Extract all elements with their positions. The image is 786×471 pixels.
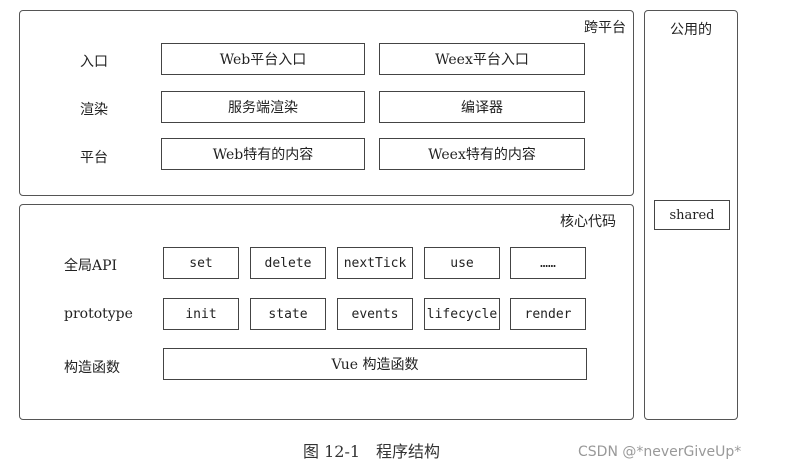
core-code-panel: 核心代码 全局API set delete nextTick use …… pr… [19,204,634,420]
api-use-box: use [424,247,500,279]
web-specific-box: Web特有的内容 [161,138,365,170]
proto-lifecycle-box: lifecycle [424,298,500,330]
prototype-label: prototype [64,306,133,322]
platform-row-label: 平台 [80,150,108,166]
proto-state-box: state [250,298,326,330]
cross-platform-panel: 跨平台 入口 Web平台入口 Weex平台入口 渲染 服务端渲染 编译器 平台 … [19,10,634,196]
cross-platform-title: 跨平台 [584,20,626,36]
weex-entry-box: Weex平台入口 [379,43,585,75]
csdn-watermark: CSDN @*neverGiveUp* [578,444,742,460]
api-more-box: …… [510,247,586,279]
server-render-box: 服务端渲染 [161,91,365,123]
proto-render-box: render [510,298,586,330]
weex-specific-box: Weex特有的内容 [379,138,585,170]
vue-constructor-box: Vue 构造函数 [163,348,587,380]
global-api-label: 全局API [64,258,118,274]
core-code-title: 核心代码 [560,214,616,230]
proto-init-box: init [163,298,239,330]
compiler-box: 编译器 [379,91,585,123]
shared-panel: 公用的 shared [644,10,738,420]
render-row-label: 渲染 [80,102,108,118]
constructor-label: 构造函数 [64,360,120,376]
figure-caption: 图 12-1 程序结构 [303,442,441,461]
shared-box: shared [654,200,730,230]
web-entry-box: Web平台入口 [161,43,365,75]
api-set-box: set [163,247,239,279]
api-delete-box: delete [250,247,326,279]
shared-title: 公用的 [670,22,712,38]
proto-events-box: events [337,298,413,330]
api-nexttick-box: nextTick [337,247,413,279]
entry-row-label: 入口 [80,54,108,70]
